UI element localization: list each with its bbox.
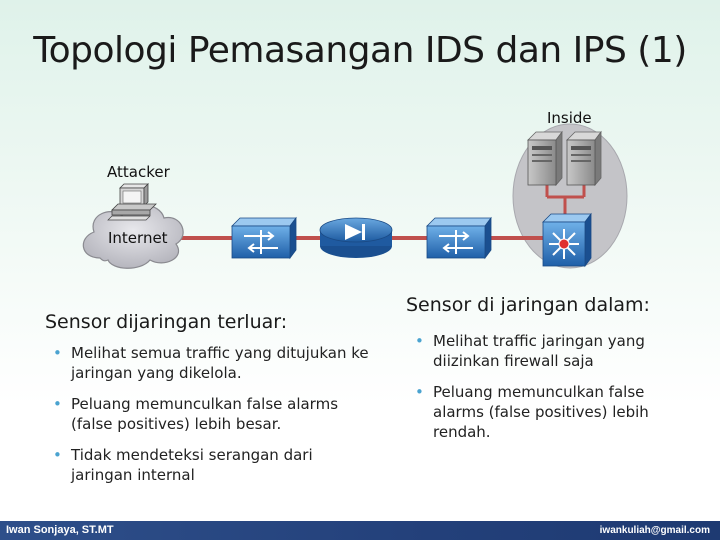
bullet-icon: • — [53, 446, 62, 464]
bullet-icon: • — [415, 383, 424, 401]
list-item: •Peluang memunculkan false alarms (false… — [415, 383, 649, 441]
footer-bar: Iwan Sonjaya, ST.MT iwankuliah@gmail.com — [0, 521, 720, 540]
list-item: •Melihat traffic jaringan yang diizinkan… — [415, 332, 645, 370]
server-icon — [566, 130, 602, 187]
ips-sensor-inner-icon — [426, 216, 492, 260]
right-bullet-list: •Melihat traffic jaringan yang diizinkan… — [415, 331, 675, 453]
list-item: •Peluang memunculkan false alarms (false… — [53, 395, 339, 433]
left-heading: Sensor dijaringan terluar: — [45, 311, 288, 333]
footer-email: iwankuliah@gmail.com — [599, 525, 710, 536]
list-item: •Tidak mendeteksi serangan dari jaringan… — [53, 446, 313, 484]
bullet-icon: • — [415, 332, 424, 350]
right-heading: Sensor di jaringan dalam: — [406, 294, 650, 316]
left-bullet-list: •Melihat semua traffic yang ditujukan ke… — [53, 343, 373, 496]
switch-icon — [542, 212, 592, 268]
footer-author: Iwan Sonjaya, ST.MT — [6, 524, 114, 536]
bullet-icon: • — [53, 344, 62, 362]
server-icon — [527, 130, 563, 187]
server-links — [545, 185, 586, 216]
attacker-computer-icon — [107, 183, 157, 221]
slide-title: Topologi Pemasangan IDS dan IPS (1) — [33, 30, 687, 71]
internet-label: Internet — [108, 229, 168, 247]
network-diagram — [82, 123, 628, 269]
attacker-label: Attacker — [107, 163, 170, 181]
bullet-icon: • — [53, 395, 62, 413]
ips-sensor-outer-icon — [231, 216, 297, 260]
internet-cloud-icon — [82, 204, 184, 269]
inside-label: Inside — [547, 109, 592, 127]
list-item: •Melihat semua traffic yang ditujukan ke… — [53, 344, 369, 382]
firewall-router-icon — [319, 217, 393, 258]
